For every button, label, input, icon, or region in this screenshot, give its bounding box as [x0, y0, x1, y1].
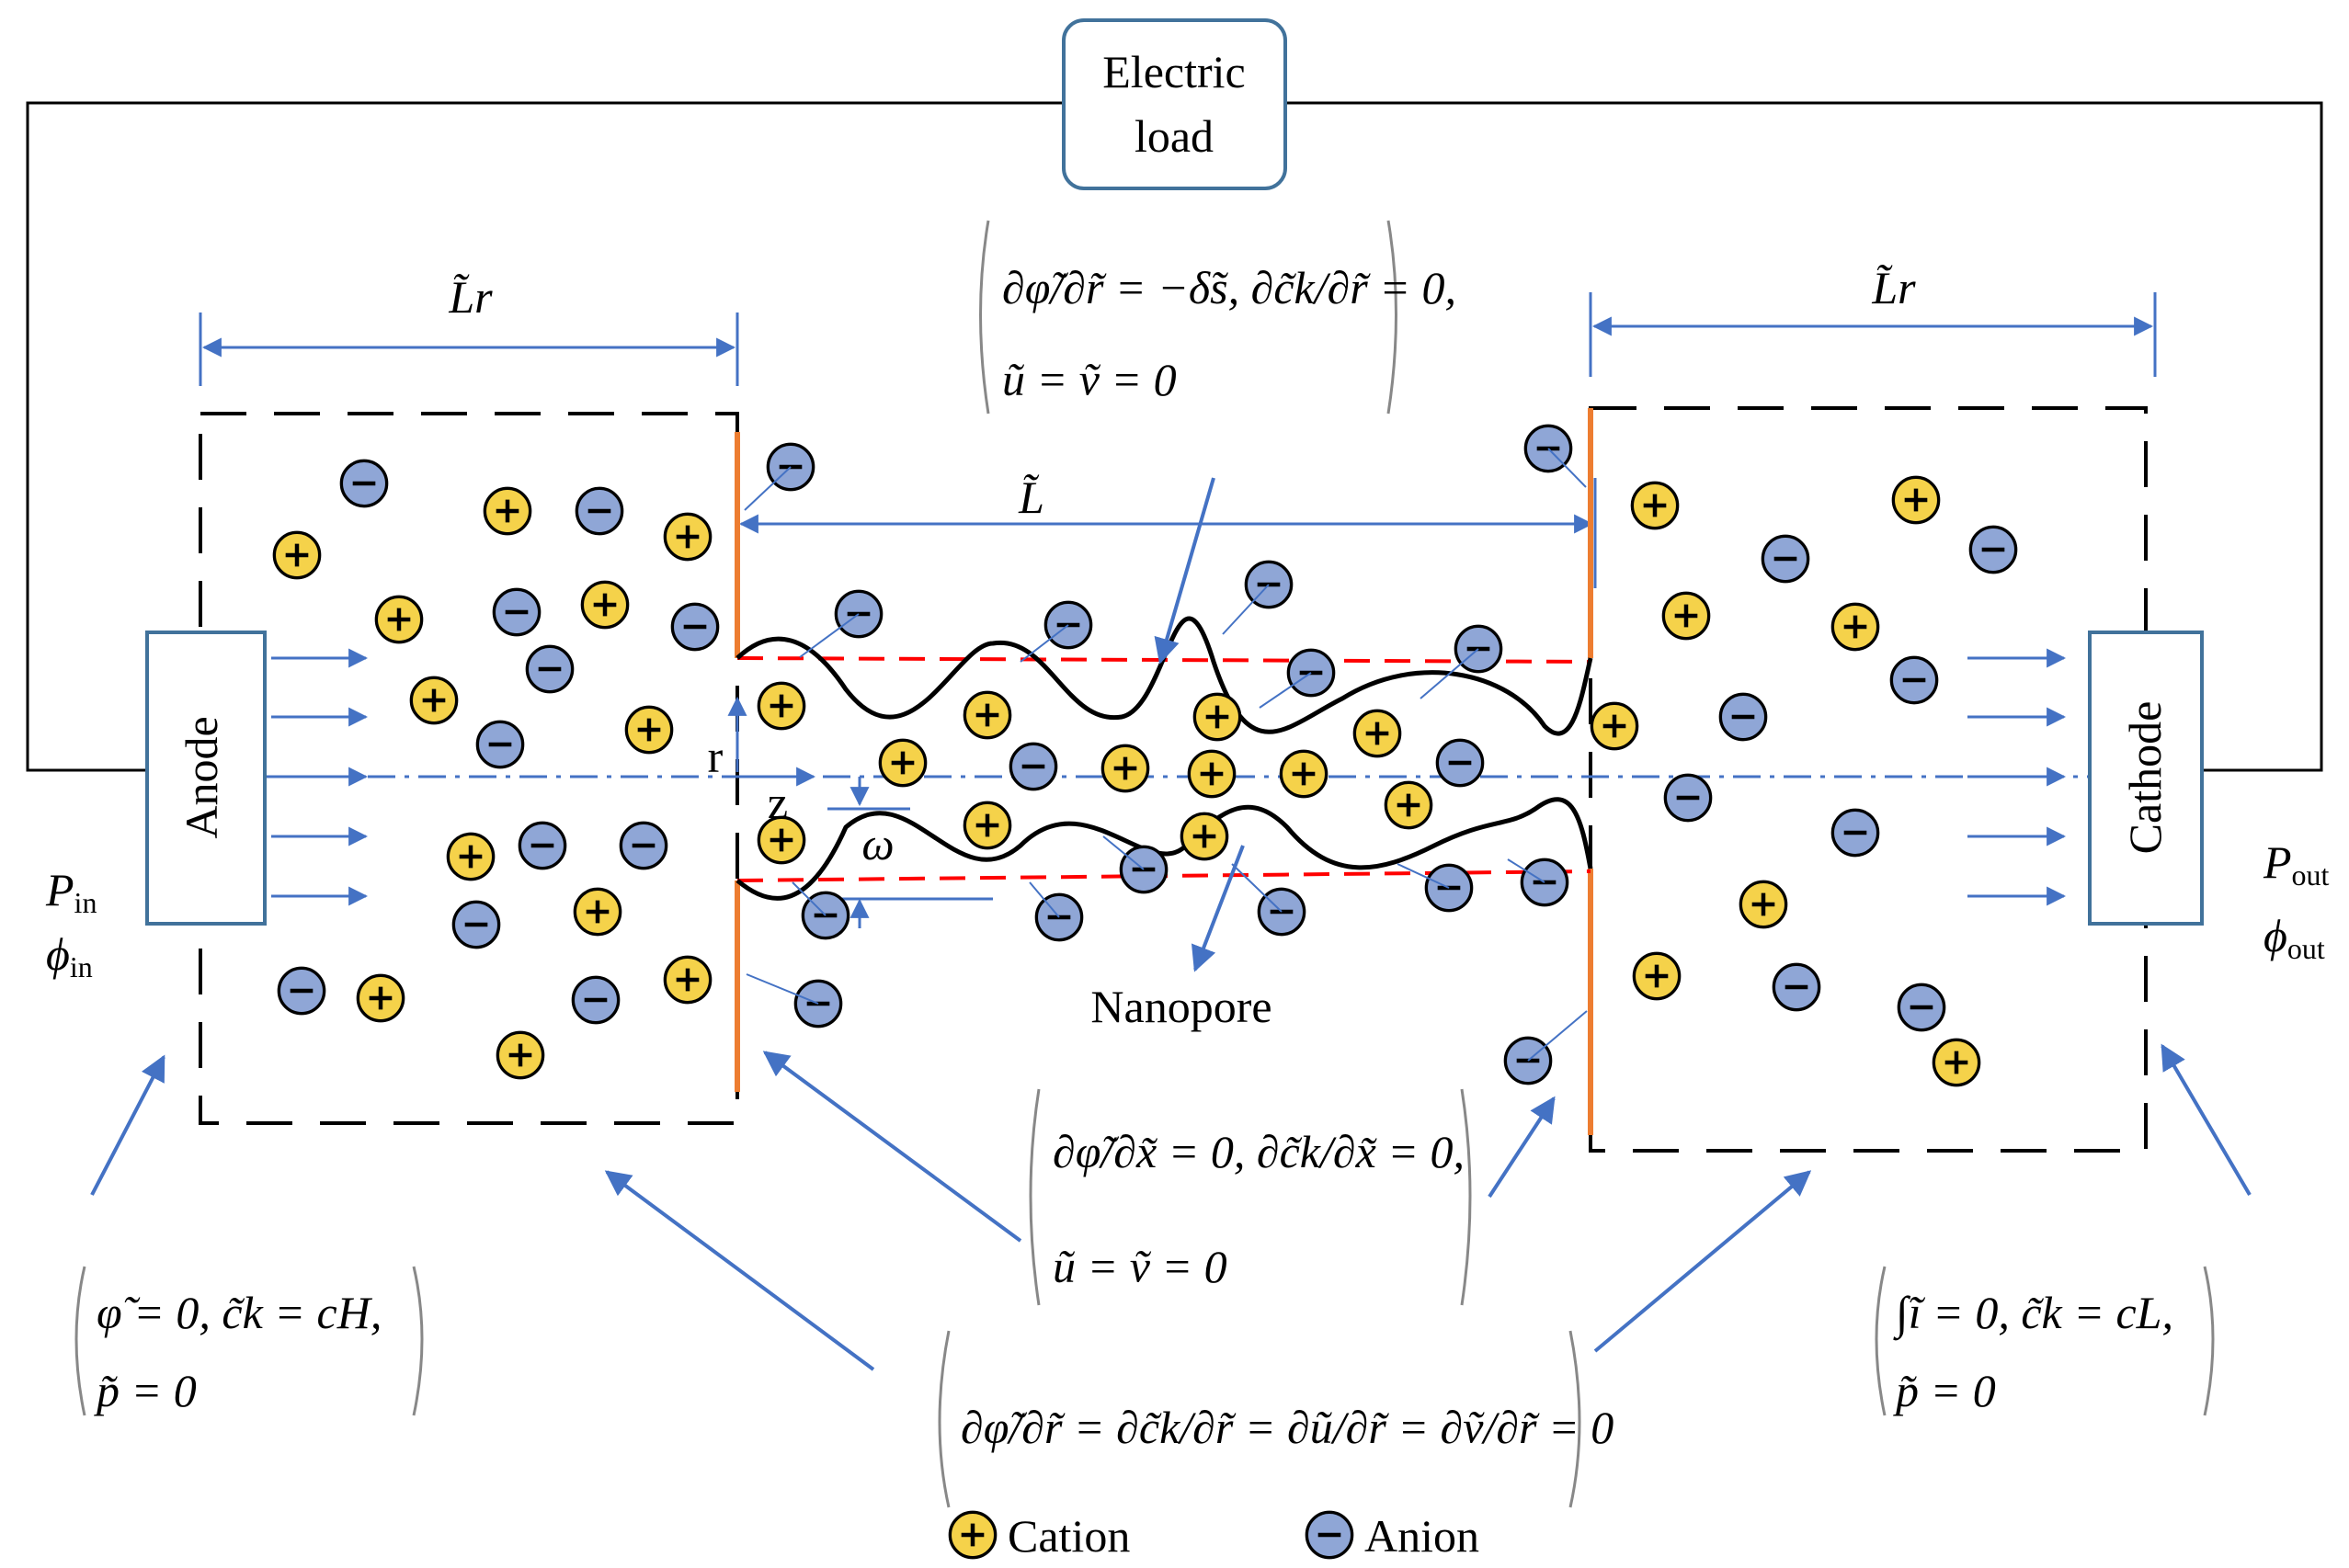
eq-outlet-2: p̃ = 0	[1893, 1365, 1996, 1416]
eq-wall-top-2: ũ = ṽ = 0	[1002, 354, 1177, 405]
p-in-label: Pin	[45, 864, 97, 919]
eq-outlet-1: ∫ĩ = 0, c̃k = cL,	[1893, 1287, 2173, 1341]
phi-in-label: ϕin	[46, 928, 93, 983]
eq-wall-mid-1: ∂φ̃/∂x̃ = 0, ∂c̃k/∂x̃ = 0,	[1053, 1126, 1465, 1177]
circuit-wire	[26, 101, 2323, 772]
anode-box: Anode	[145, 631, 267, 926]
left-reservoir	[199, 412, 739, 1125]
phi-out-label: ϕout	[2263, 910, 2325, 965]
legend-cation-label: Cation	[1008, 1510, 1130, 1562]
legend-anion-label: Anion	[1364, 1510, 1479, 1562]
leader-lines	[744, 448, 1588, 1062]
channel-walls	[735, 408, 1593, 1135]
electric-load-label-2: load	[1135, 110, 1214, 162]
cathode-box: Cathode	[2088, 631, 2204, 926]
lr-right-label: L̃r	[1871, 262, 1916, 313]
electric-load-label-1: Electric	[1102, 46, 1245, 97]
equation-brackets	[74, 220, 2215, 1508]
z-axis-label: z	[768, 777, 788, 828]
p-out-label: Pout	[2263, 836, 2330, 892]
dim-l-channel	[738, 478, 1597, 588]
inlet-flow-arrows	[271, 648, 369, 906]
eq-wall-top-1: ∂φ̃/∂r̃ = −δ̃s, ∂c̃k/∂r̃ = 0,	[1002, 262, 1456, 313]
anode-label: Anode	[176, 716, 227, 838]
eq-symmetry: ∂φ̃/∂r̃ = ∂c̃k/∂r̃ = ∂ũ/∂r̃ = ∂ṽ/∂r̃ = 0	[961, 1402, 1614, 1453]
omega-dim	[827, 777, 993, 928]
omega-label: ω	[861, 818, 894, 869]
outlet-flow-arrows	[1967, 648, 2067, 906]
dim-lr-right	[1589, 292, 2157, 377]
nanopore-label: Nanopore	[1090, 981, 1271, 1032]
l-channel-label: L̃	[1018, 472, 1044, 523]
legend: Cation Anion	[950, 1510, 1479, 1562]
dim-lr-left	[199, 312, 739, 386]
r-axis-label: r	[708, 731, 724, 782]
electric-load-box: Electric load	[1062, 18, 1287, 190]
lr-left-label: L̃r	[448, 271, 493, 323]
eq-inlet-1: φ̃ = 0, c̃k = cH,	[97, 1287, 382, 1338]
eq-wall-mid-2: ũ = ṽ = 0	[1053, 1241, 1227, 1292]
eq-inlet-2: p̃ = 0	[94, 1365, 197, 1416]
pointer-arrows	[90, 477, 2252, 1371]
cathode-label: Cathode	[2119, 701, 2171, 855]
